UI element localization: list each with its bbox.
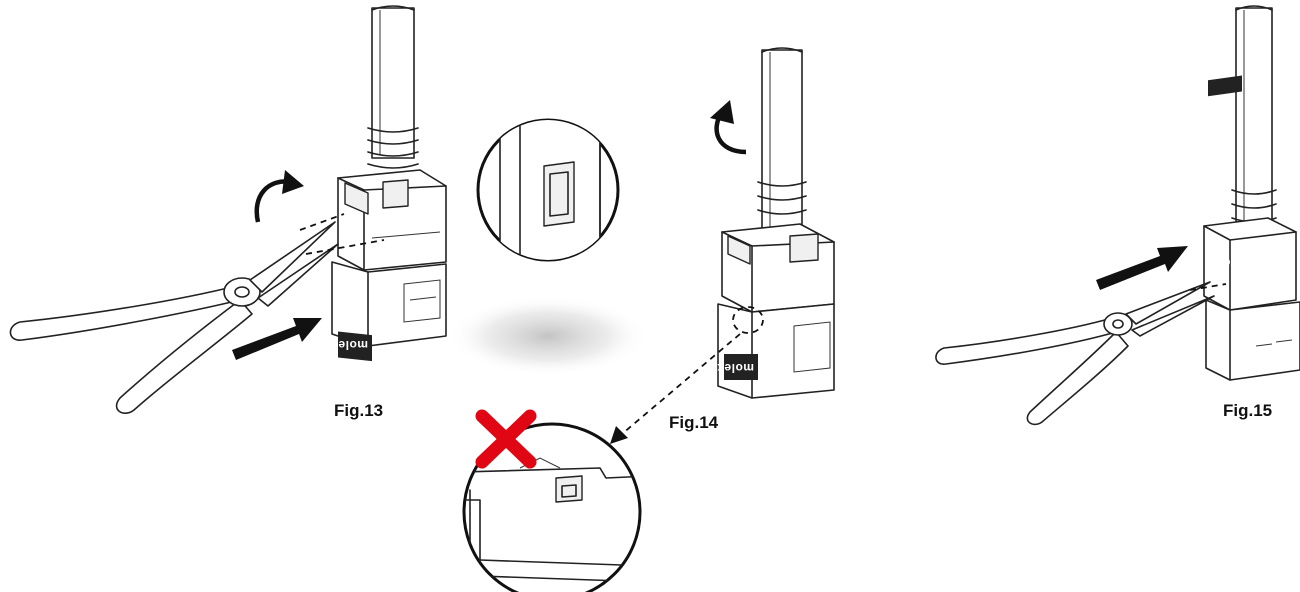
- figure-15: molex Fig.15: [935, 5, 1300, 426]
- brand-logo-fig15: molex: [1212, 251, 1249, 270]
- pliers-fig13: [9, 221, 339, 414]
- rotate-cw-icon: [254, 170, 304, 223]
- cable-fig14: [757, 47, 807, 241]
- zoom-leader-line: [621, 333, 741, 435]
- molex-badge-fig15: [1208, 75, 1242, 97]
- shadow-blur: [448, 296, 648, 376]
- connector-fig14: molex: [717, 223, 835, 399]
- connector-fig13: molex: [331, 169, 447, 362]
- connector-fig15: molex: [1203, 75, 1300, 381]
- zoom-detail-top: [476, 118, 620, 262]
- arrow-icon: [232, 318, 322, 360]
- guide-line-fig13-b: [305, 239, 385, 255]
- cable-fig13: [367, 5, 419, 169]
- figure-14: molex Fig.14: [610, 47, 835, 444]
- cable-fig15: [1231, 5, 1277, 237]
- figure-13: molex Fig.13: [9, 5, 447, 420]
- arrow-icon: [1096, 246, 1188, 290]
- detail-highlight-circle: [732, 306, 764, 334]
- fig13-label: Fig.13: [334, 401, 383, 420]
- rotate-ccw-icon: [710, 100, 747, 155]
- zoom-leader-arrowhead: [610, 426, 628, 444]
- guide-line-fig13-a: [299, 213, 345, 231]
- pliers-fig15: [935, 281, 1215, 426]
- molex-badge-fig14: [724, 354, 758, 380]
- brand-logo-fig14: molex: [717, 361, 754, 375]
- zoom-detail-bottom: [462, 409, 642, 592]
- red-x-icon: [475, 409, 537, 469]
- fig15-label: Fig.15: [1223, 401, 1272, 420]
- molex-badge-fig13: [338, 331, 372, 362]
- fig14-label: Fig.14: [669, 413, 719, 432]
- brand-logo-fig13: molex: [331, 338, 368, 352]
